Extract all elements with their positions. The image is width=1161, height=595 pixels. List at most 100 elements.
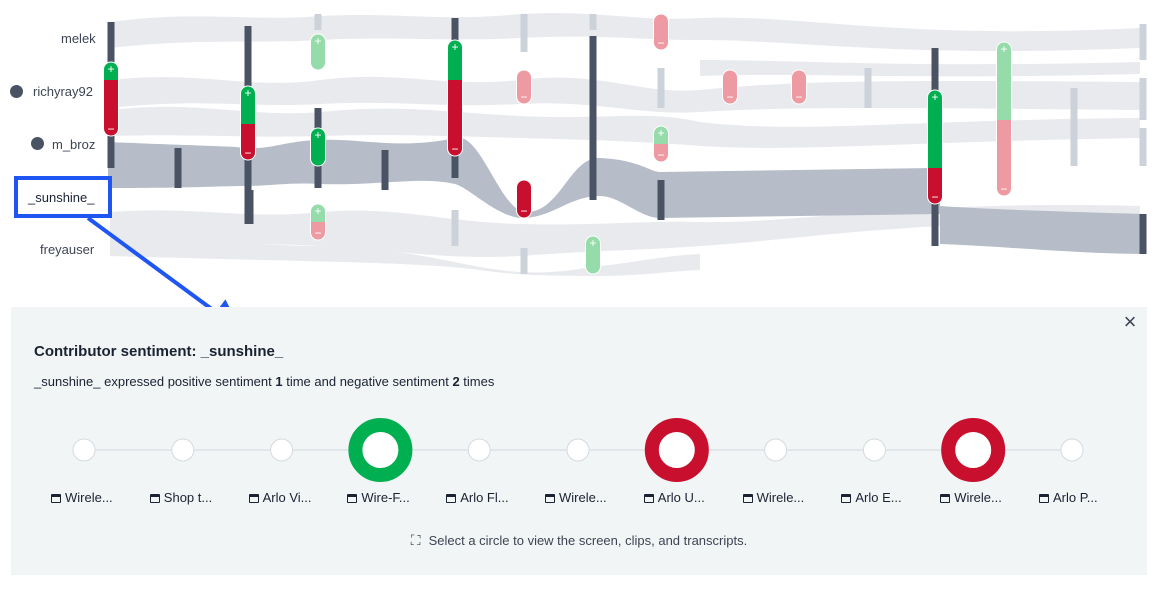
flow-band-2 — [110, 106, 1140, 148]
pill-outline-6 — [516, 69, 532, 105]
timeline-circle-5[interactable] — [566, 438, 590, 462]
step-label[interactable]: Arlo Fl... — [446, 490, 526, 505]
minus-icon: − — [244, 146, 251, 160]
sentiment-pill-12: − — [791, 69, 807, 105]
timeline-circle-negative-9[interactable] — [941, 418, 1006, 482]
step-label[interactable]: Arlo U... — [643, 490, 724, 505]
pill-positive-segment-4 — [310, 204, 326, 222]
flow-node-light-0 — [314, 14, 322, 30]
contributor-label-m-broz[interactable]: m_broz — [52, 137, 96, 152]
flow-node-9 — [1139, 214, 1147, 254]
pill-outline-0 — [103, 61, 119, 137]
flow-node-4 — [381, 150, 389, 190]
pill-outline-11 — [722, 69, 738, 105]
timeline-circle-7[interactable] — [764, 438, 788, 462]
pill-positive-segment-5 — [447, 40, 463, 80]
flow-band-4 — [110, 239, 700, 276]
sentiment-pill-1: +− — [240, 85, 256, 161]
step-label-text: Arlo E... — [855, 490, 902, 505]
contributor-dot-m-broz — [31, 137, 44, 150]
step-label[interactable]: Wirele... — [940, 490, 1020, 505]
minus-icon: − — [107, 122, 114, 136]
pill-positive-segment-10 — [653, 126, 669, 144]
selected-contributor-highlight[interactable]: _sunshine_ — [14, 176, 112, 218]
window-icon — [643, 494, 654, 503]
flow-node-6 — [589, 36, 597, 200]
pill-negative-segment-14 — [996, 120, 1012, 196]
flow-band-1 — [110, 76, 1140, 113]
step-label-text: Shop t... — [163, 490, 213, 505]
summary-suffix: times — [459, 374, 495, 389]
step-label-text: Arlo Vi... — [262, 490, 312, 505]
flow-node-light-1 — [520, 14, 528, 52]
step-label-text: Wirele... — [65, 490, 113, 505]
flow-node-7 — [657, 180, 665, 220]
sentiment-pill-14: +− — [996, 41, 1012, 197]
step-label[interactable]: Shop t... — [149, 490, 230, 505]
window-icon — [940, 494, 951, 503]
step-label[interactable]: Wirele... — [545, 490, 625, 505]
pill-outline-12 — [791, 69, 807, 105]
plus-icon: + — [1000, 42, 1007, 56]
minus-icon: − — [314, 226, 321, 240]
step-label-text: Arlo U... — [657, 490, 705, 505]
timeline-circle-10[interactable] — [1060, 438, 1084, 462]
positive-count: 1 — [275, 374, 283, 389]
plus-icon: + — [657, 126, 664, 140]
sentiment-pill-5: +− — [447, 39, 463, 157]
timeline-circle-8[interactable] — [862, 438, 886, 462]
sentiment-pill-2: + — [310, 33, 326, 71]
pill-outline-2 — [310, 33, 326, 71]
timeline-circle-1[interactable] — [171, 438, 195, 462]
flow-node-light-10 — [589, 14, 597, 30]
minus-icon: − — [795, 90, 802, 104]
pill-outline-1 — [240, 85, 256, 161]
window-icon — [446, 494, 457, 503]
pill-negative-segment-10 — [653, 144, 669, 162]
window-icon — [347, 494, 358, 503]
contributor-label-melek[interactable]: melek — [61, 31, 96, 46]
window-icon — [1039, 494, 1049, 503]
timeline-circle-2[interactable] — [270, 438, 294, 462]
pill-negative-segment-4 — [310, 222, 326, 240]
contributor-label-freyauser[interactable]: freyauser — [40, 242, 95, 257]
step-label[interactable]: Wirele... — [742, 490, 823, 505]
pill-positive-segment-0 — [103, 62, 119, 80]
pill-outline-13 — [927, 89, 943, 205]
step-label[interactable]: Wire-F... — [347, 490, 427, 505]
timeline-circle-negative-6[interactable] — [644, 418, 709, 482]
step-label[interactable]: Arlo Vi... — [248, 490, 329, 505]
pill-negative-segment-0 — [103, 80, 119, 136]
plus-icon: + — [931, 90, 938, 104]
window-icon — [742, 494, 753, 503]
flow-band-5 — [700, 60, 1140, 77]
sentiment-pill-0: +− — [103, 61, 119, 137]
window-icon — [545, 494, 555, 503]
flow-band-3 — [110, 205, 1140, 257]
selection-hint: ⛶Select a circle to view the screen, cli… — [11, 532, 1147, 549]
window-icon — [51, 494, 61, 503]
sentiment-pill-11: − — [722, 69, 738, 105]
step-label-text: Wirele... — [559, 490, 607, 505]
flow-node-light-6 — [1139, 78, 1147, 120]
contributor-label-richyray92[interactable]: richyray92 — [33, 84, 93, 99]
timeline-circle-4[interactable] — [467, 438, 491, 462]
timeline-circle-0[interactable] — [72, 438, 96, 462]
timeline-circle-positive-3[interactable] — [348, 418, 413, 482]
step-label[interactable]: Arlo P... — [1039, 490, 1119, 505]
step-label-text: Arlo Fl... — [460, 490, 509, 505]
close-icon[interactable]: × — [1123, 309, 1137, 334]
step-label[interactable]: Wirele... — [51, 490, 131, 505]
pill-outline-8 — [585, 235, 601, 275]
summary-prefix: _sunshine_ expressed positive sentiment — [34, 374, 276, 389]
hint-text: Select a circle to view the screen, clip… — [428, 533, 748, 548]
flow-node-light-8 — [451, 210, 459, 246]
step-label-text: Wirele... — [756, 490, 805, 505]
sentiment-pill-6: − — [516, 69, 532, 105]
step-label[interactable]: Arlo E... — [841, 490, 921, 505]
sentiment-pill-9: − — [653, 13, 669, 51]
window-icon — [841, 494, 852, 503]
pill-negative-segment-5 — [447, 80, 463, 156]
sentiment-pill-10: +− — [653, 125, 669, 163]
sentiment-summary: _sunshine_ expressed positive sentiment … — [34, 374, 494, 389]
